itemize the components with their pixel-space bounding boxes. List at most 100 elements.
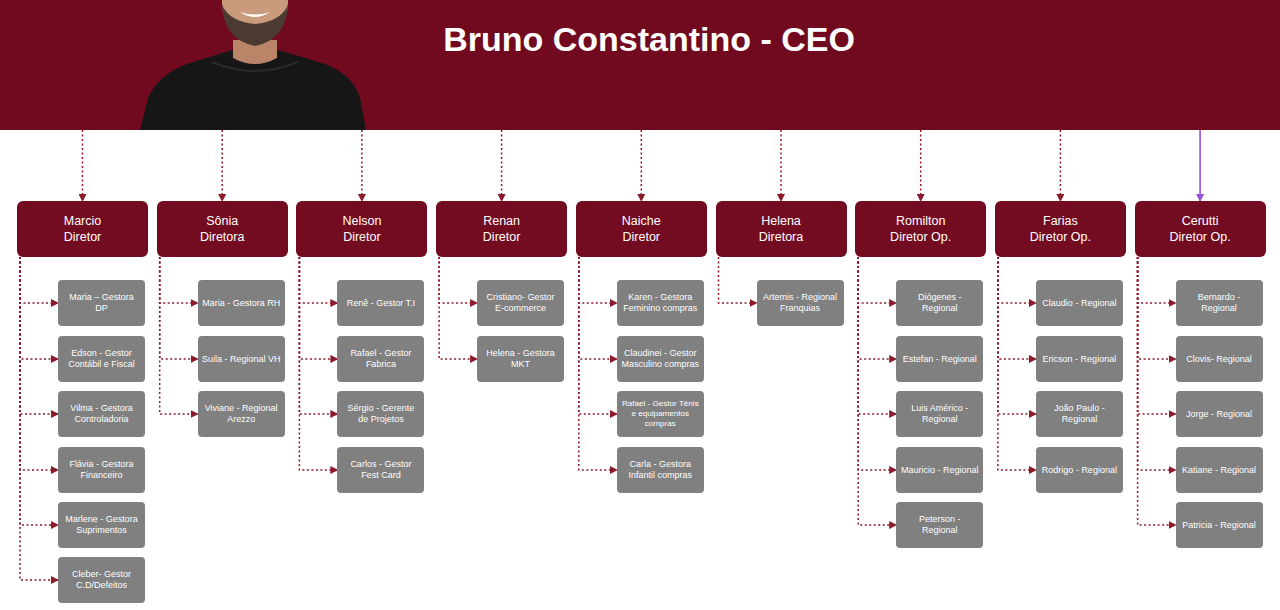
director-connector: [439, 257, 477, 303]
director-role: Diretor Op.: [1030, 229, 1091, 245]
manager-box: Carla - Gestora Infantil compras: [617, 447, 704, 493]
manager-label: Katiane - Regional: [1182, 465, 1256, 476]
manager-label: Patricia - Regional: [1182, 520, 1256, 531]
director-connector: [858, 257, 896, 525]
manager-label: Rafael - Gestor Tênis e equipamentos com…: [621, 399, 700, 428]
director-connector: [20, 257, 58, 470]
director-connector: [1138, 257, 1176, 470]
manager-box: Bernardo - Regional: [1176, 280, 1263, 326]
manager-label: Estefan - Regional: [903, 354, 977, 365]
manager-box: Maria - Gestora RH: [198, 280, 285, 326]
director-connector: [858, 257, 896, 414]
manager-label: Cristiano- Gestor E-commerce: [481, 292, 560, 314]
director-connector: [858, 257, 896, 303]
manager-box: Peterson - Regional: [896, 502, 983, 548]
manager-label: Ericson - Regional: [1043, 354, 1117, 365]
director-connector: [20, 257, 58, 525]
manager-label: Cleber- Gestor C.D/Defeitos: [62, 569, 141, 591]
manager-box: Rodrigo - Regional: [1036, 447, 1123, 493]
ceo-connector: [641, 130, 643, 201]
director-name: Sônia: [206, 213, 238, 229]
manager-label: Claudinei - Gestor Masculino compras: [621, 348, 700, 370]
manager-label: Clovis- Regional: [1186, 354, 1252, 365]
director-connector: [299, 257, 337, 470]
director-connector: [20, 257, 58, 303]
manager-box: Edson - Gestor Contábil e Fiscal: [58, 336, 145, 382]
manager-box: Claudio - Regional: [1036, 280, 1123, 326]
manager-label: Maria – Gestora DP: [62, 292, 141, 314]
ceo-connector: [221, 130, 223, 201]
manager-box: Clovis- Regional: [1176, 336, 1263, 382]
director-role: Diretor: [623, 229, 661, 245]
manager-label: Helena - Gestora MKT: [481, 348, 560, 370]
manager-label: Artemis - Regional Franquias: [761, 292, 840, 314]
director-connector: [998, 257, 1036, 470]
director-connector: [20, 257, 58, 359]
ceo-connector: [1199, 130, 1201, 201]
director-connector: [20, 257, 58, 580]
manager-box: Patricia - Regional: [1176, 502, 1263, 548]
manager-box: Helena - Gestora MKT: [477, 336, 564, 382]
director-connector: [719, 257, 757, 303]
ceo-connector: [82, 130, 84, 201]
manager-label: Suila - Regional VH: [202, 354, 281, 365]
manager-box: Ericson - Regional: [1036, 336, 1123, 382]
director-name: Nelson: [342, 213, 381, 229]
director-connector: [858, 257, 896, 359]
director-box: SôniaDiretora: [157, 201, 288, 257]
ceo-connector: [1060, 130, 1062, 201]
manager-box: Vilma - Gestora Controladoria: [58, 391, 145, 437]
director-connector: [1138, 257, 1176, 414]
manager-label: Rodrigo - Regional: [1042, 465, 1117, 476]
director-connector: [160, 257, 198, 414]
director-connector: [160, 257, 198, 303]
manager-box: Claudinei - Gestor Masculino compras: [617, 336, 704, 382]
header-band: [0, 0, 1280, 130]
director-role: Diretora: [759, 229, 803, 245]
director-box: RenanDiretor: [436, 201, 567, 257]
manager-box: Rafael - Gestor Fabrica: [337, 336, 424, 382]
manager-box: Sérgio - Gerente de Projetos: [337, 391, 424, 437]
manager-box: Jorge - Regional: [1176, 391, 1263, 437]
manager-box: Suila - Regional VH: [198, 336, 285, 382]
director-role: Diretor: [343, 229, 381, 245]
manager-box: Karen - Gestora Feminino compras: [617, 280, 704, 326]
manager-box: Flávia - Gestora Financeiro: [58, 447, 145, 493]
director-box: RomiltonDiretor Op.: [855, 201, 986, 257]
director-box: NaicheDiretor: [576, 201, 707, 257]
director-connector: [1138, 257, 1176, 303]
ceo-connector: [361, 130, 363, 201]
manager-box: Luis Américo - Regional: [896, 391, 983, 437]
director-connector: [579, 257, 617, 414]
manager-label: Carlos - Gestor Fest Card: [341, 459, 420, 481]
manager-box: Estefan - Regional: [896, 336, 983, 382]
manager-label: Vilma - Gestora Controladoria: [62, 403, 141, 425]
director-connector: [998, 257, 1036, 359]
manager-label: Bernardo - Regional: [1180, 292, 1259, 314]
ceo-connector: [501, 130, 503, 201]
director-connector: [1138, 257, 1176, 525]
manager-label: Luis Américo - Regional: [900, 403, 979, 425]
director-connector: [439, 257, 477, 359]
manager-label: Marlene - Gestora Suprimentos: [62, 514, 141, 536]
director-name: Romilton: [896, 213, 945, 229]
director-role: Diretora: [200, 229, 244, 245]
manager-label: Carla - Gestora Infantil compras: [621, 459, 700, 481]
manager-box: Artemis - Regional Franquias: [757, 280, 844, 326]
manager-box: Marlene - Gestora Suprimentos: [58, 502, 145, 548]
director-box: HelenaDiretora: [716, 201, 847, 257]
director-name: Cerutti: [1182, 213, 1219, 229]
manager-label: Maria - Gestora RH: [202, 298, 280, 309]
director-name: Helena: [761, 213, 801, 229]
director-box: NelsonDiretor: [296, 201, 427, 257]
director-connector: [1138, 257, 1176, 359]
ceo-connector: [780, 130, 782, 201]
director-name: Renan: [483, 213, 520, 229]
manager-box: Katiane - Regional: [1176, 447, 1263, 493]
director-role: Diretor Op.: [890, 229, 951, 245]
manager-label: Diógenes - Regional: [900, 292, 979, 314]
director-connector: [998, 257, 1036, 303]
ceo-header: Bruno Constantino - CEO: [0, 0, 1280, 130]
title-text: Bruno Constantino - CEO: [443, 19, 855, 60]
director-role: Diretor Op.: [1170, 229, 1231, 245]
